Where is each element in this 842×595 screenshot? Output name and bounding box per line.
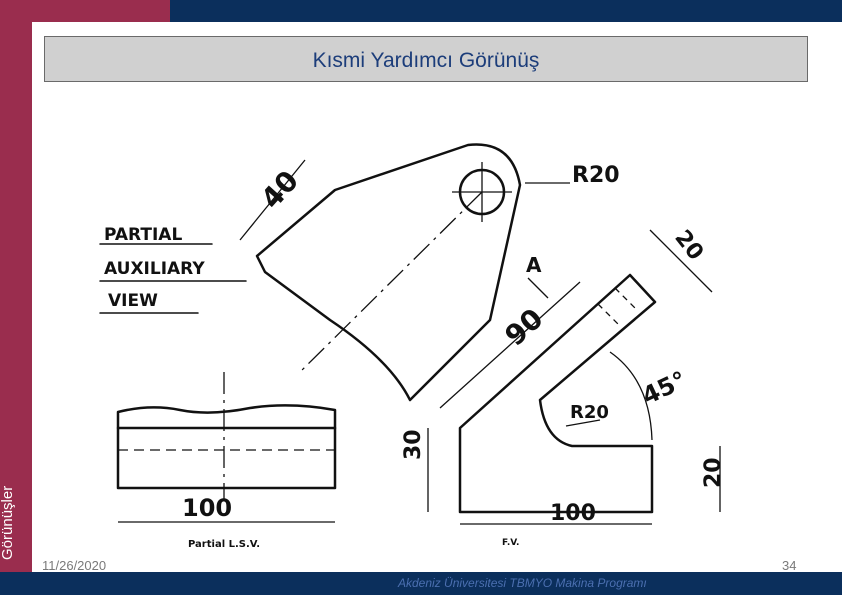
slide-footer: Akdeniz Üniversitesi TBMYO Makina Progra… [398, 576, 647, 590]
dim-20-top: 20 [669, 226, 708, 266]
arm-hidden-1 [597, 303, 621, 327]
dim-100-right: 100 [550, 501, 596, 526]
dim-100-left: 100 [182, 494, 232, 522]
slide-page-number: 34 [782, 558, 797, 573]
caption-view: VIEW [108, 291, 158, 311]
aux-view-outline [255, 143, 522, 402]
dim-r20-inner: R20 [570, 402, 609, 423]
front-view-arm [458, 273, 657, 514]
leader-a [527, 277, 549, 299]
title-box: Kısmi Yardımcı Görünüş [44, 36, 808, 82]
caption-partial: PARTIAL [104, 225, 182, 245]
leader-r20-inner [565, 419, 601, 427]
left-sidebar-band [0, 22, 32, 572]
bottom-banner [0, 572, 842, 595]
dim-line-40 [239, 159, 306, 241]
dim-20-right: 20 [701, 457, 726, 488]
arc-45 [609, 351, 653, 441]
top-left-accent [0, 0, 170, 22]
dim-line-20-top [649, 229, 713, 293]
dim-r20-top: R20 [572, 163, 620, 188]
dim-45: 45° [638, 366, 691, 411]
slide-date: 11/26/2020 [42, 558, 107, 573]
dim-30: 30 [401, 429, 426, 460]
dim-a: A [526, 253, 542, 277]
dim-90: 90 [498, 302, 549, 353]
arm-hidden-2 [614, 287, 638, 311]
side-view-outline [116, 404, 337, 490]
dim-40: 40 [254, 164, 305, 215]
aux-axis-line [299, 191, 483, 373]
label-partial-lsv: Partial L.S.V. [188, 539, 260, 550]
top-banner [170, 0, 842, 22]
technical-drawing: PARTIAL AUXILIARY VIEW 40 R20 A 90 20 45… [99, 143, 726, 550]
caption-auxiliary: AUXILIARY [104, 259, 205, 279]
side-section-label: Görünüşler [0, 485, 16, 560]
slide-title: Kısmi Yardımcı Görünüş [312, 49, 540, 72]
label-fv: F.V. [502, 538, 519, 548]
dim-line-90 [439, 281, 581, 409]
